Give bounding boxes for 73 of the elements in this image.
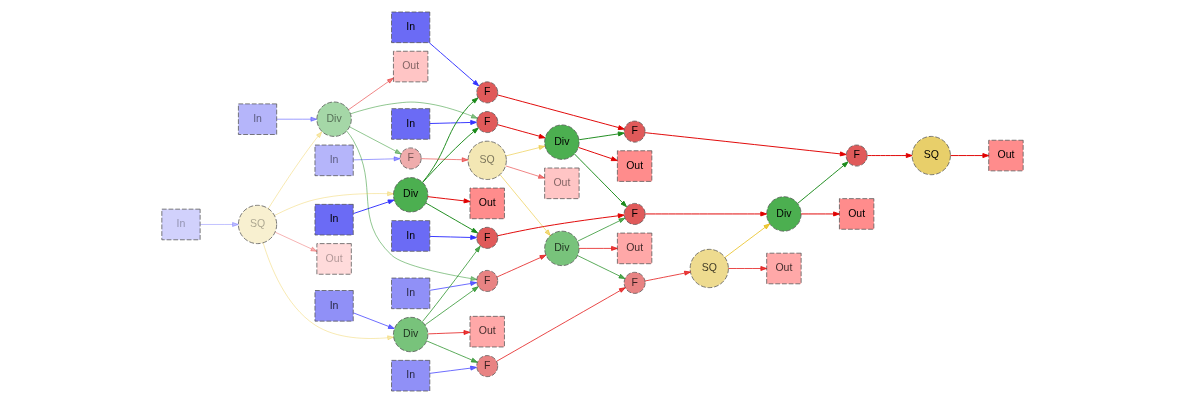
arrow <box>427 330 470 335</box>
node-circle: SQ <box>911 136 951 176</box>
arrow <box>496 254 546 278</box>
arrow <box>644 211 767 217</box>
arrow <box>496 124 545 139</box>
arrow <box>425 202 478 234</box>
node-circle: F <box>475 226 498 249</box>
node-circle: SQ <box>689 248 729 288</box>
arrow <box>499 174 551 237</box>
node-box: In <box>237 103 277 135</box>
node-circle: F <box>623 120 646 143</box>
arrow <box>429 365 477 374</box>
node-circle: F <box>475 111 498 133</box>
node-circle: F <box>845 144 868 167</box>
arrow <box>352 312 395 330</box>
node-box: In <box>390 220 430 252</box>
node-box: Out <box>392 50 428 83</box>
arrow <box>796 161 848 204</box>
arrow <box>576 217 625 242</box>
node-circle: Div <box>543 124 579 160</box>
arrow <box>578 131 625 141</box>
node-box: In <box>390 277 430 310</box>
node-box: Out <box>987 139 1024 172</box>
arrow <box>428 42 479 87</box>
node-box: Out <box>765 252 802 285</box>
node-circle: F <box>475 81 498 104</box>
node-box: Out <box>469 315 505 348</box>
node-circle: F <box>475 355 498 378</box>
arrow <box>644 132 847 157</box>
node-box: Out <box>543 167 579 199</box>
node-box: Out <box>316 243 352 275</box>
arrow <box>262 242 394 341</box>
arrow <box>578 245 618 251</box>
arrow <box>352 199 394 214</box>
node-circle: F <box>623 271 646 294</box>
arrow <box>424 286 479 326</box>
arrow <box>573 153 627 208</box>
arrow <box>426 196 470 204</box>
arrow <box>496 213 624 237</box>
arrow <box>429 119 477 125</box>
node-box: In <box>314 144 354 177</box>
node-circle: Div <box>392 177 428 213</box>
node-box: Out <box>838 198 874 230</box>
node-box: Out <box>469 187 505 220</box>
arrow <box>425 340 478 363</box>
arrow <box>345 130 477 282</box>
arrow <box>949 153 989 159</box>
arrow <box>727 266 767 271</box>
arrow <box>866 153 912 159</box>
arrow <box>644 270 691 282</box>
node-box: In <box>314 290 354 322</box>
node-box: In <box>390 360 430 392</box>
arrow <box>576 255 625 280</box>
arrow <box>723 223 770 258</box>
node-circle: F <box>475 270 498 292</box>
node-circle: F <box>623 203 646 225</box>
arrow <box>429 281 477 291</box>
arrow <box>496 94 625 131</box>
node-box: Out <box>616 232 652 265</box>
node-circle: Div <box>392 316 428 353</box>
arrow <box>577 147 618 162</box>
arrow <box>800 211 840 217</box>
node-circle: SQ <box>467 140 507 180</box>
node-circle: Div <box>765 196 802 232</box>
node-circle: F <box>399 147 422 170</box>
node-box: In <box>390 11 430 43</box>
arrow <box>429 235 477 240</box>
arrow <box>421 245 481 323</box>
arrow <box>495 287 626 362</box>
node-box: In <box>390 108 430 140</box>
node-box: Out <box>616 150 652 182</box>
node-circle: SQ <box>237 204 277 244</box>
node-box: In <box>314 204 354 236</box>
